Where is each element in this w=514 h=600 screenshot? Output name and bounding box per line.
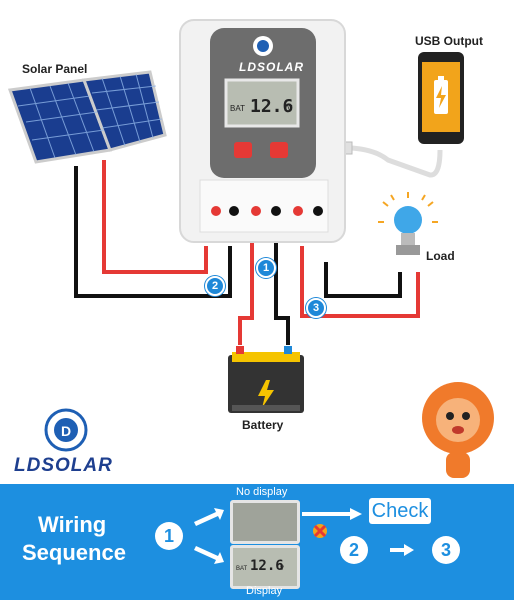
lcd-display (230, 545, 300, 589)
load-label: Load (426, 249, 455, 263)
usb-cable (348, 145, 443, 178)
banner-title-line2: Sequence (22, 540, 126, 565)
no-display-label: No display (236, 486, 288, 498)
controller-lcd-unit: V (287, 104, 293, 113)
banner-lcd-unit: V (280, 566, 285, 572)
solar-panel-label: Solar Panel (22, 62, 88, 76)
lion-mascot (422, 382, 494, 478)
lcd-no-display (230, 500, 300, 544)
solar-panel (7, 70, 167, 164)
battery-wires (238, 230, 290, 345)
charge-controller (179, 19, 346, 243)
usb-output-label: USB Output (415, 34, 483, 48)
banner-arrows (194, 508, 414, 564)
controller-brand: LDSOLAR (239, 60, 304, 74)
controller-lcd-reading: 12.6 (250, 96, 294, 117)
banner-title-line1: Wiring (38, 512, 107, 537)
step-badge-3: 3 (306, 298, 326, 318)
svg-text:D: D (61, 423, 71, 439)
banner-lcd-reading: 12.6 (250, 558, 284, 574)
battery-label: Battery (242, 418, 284, 432)
step-badge-1: 1 (256, 258, 276, 278)
banner-lcd-prefix: BAT (236, 566, 248, 572)
banner-step-1: 1 (155, 522, 183, 550)
check-button: Check (369, 498, 431, 524)
ldsolar-logo-mark: D (44, 408, 88, 452)
display-label: Display (246, 585, 283, 597)
wiring-diagram: D (7, 19, 494, 478)
load-wires (300, 246, 420, 318)
banner-step-2: 2 (340, 536, 368, 564)
controller-lcd-prefix: BAT (230, 104, 245, 113)
ldsolar-logo-text: LDSOLAR (14, 455, 113, 476)
phone (418, 52, 464, 144)
battery (228, 346, 304, 413)
solar-wires (74, 160, 232, 298)
banner-step-3: 3 (432, 536, 460, 564)
step-badge-2: 2 (205, 276, 225, 296)
bulb (378, 192, 438, 255)
